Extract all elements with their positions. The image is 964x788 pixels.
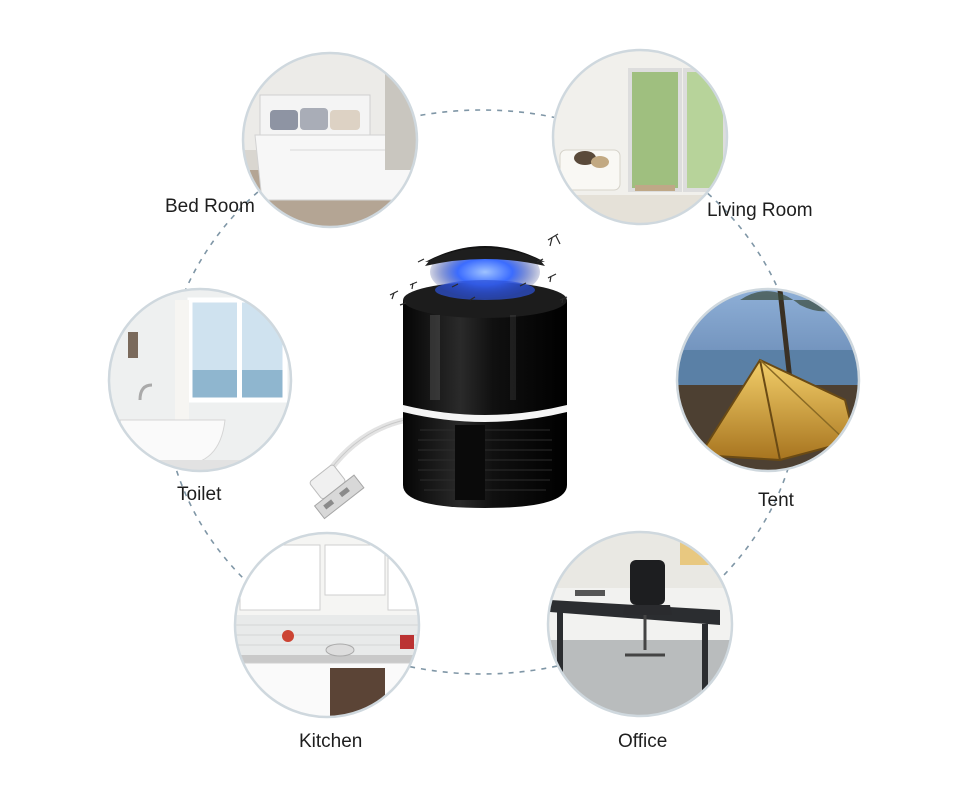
- room-label-bedroom: Bed Room: [165, 196, 255, 217]
- bedroom-scene-image: [241, 51, 419, 229]
- tent-scene-image: [675, 287, 861, 473]
- room-label-tent: Tent: [758, 490, 794, 511]
- living-room-scene-image: [551, 48, 729, 226]
- kitchen-scene-image: [233, 531, 421, 719]
- room-label-office: Office: [618, 731, 668, 752]
- toilet-scene-image: [107, 287, 293, 473]
- usb-cable: [327, 417, 406, 472]
- room-label-living-room: Living Room: [707, 200, 813, 221]
- mosquito-lamp-product: [309, 233, 568, 520]
- mosquito-swarm: [389, 233, 568, 306]
- room-label-toilet: Toilet: [177, 484, 222, 505]
- office-scene-image: [546, 530, 734, 718]
- usb-plug: [309, 464, 365, 520]
- room-label-kitchen: Kitchen: [299, 731, 363, 752]
